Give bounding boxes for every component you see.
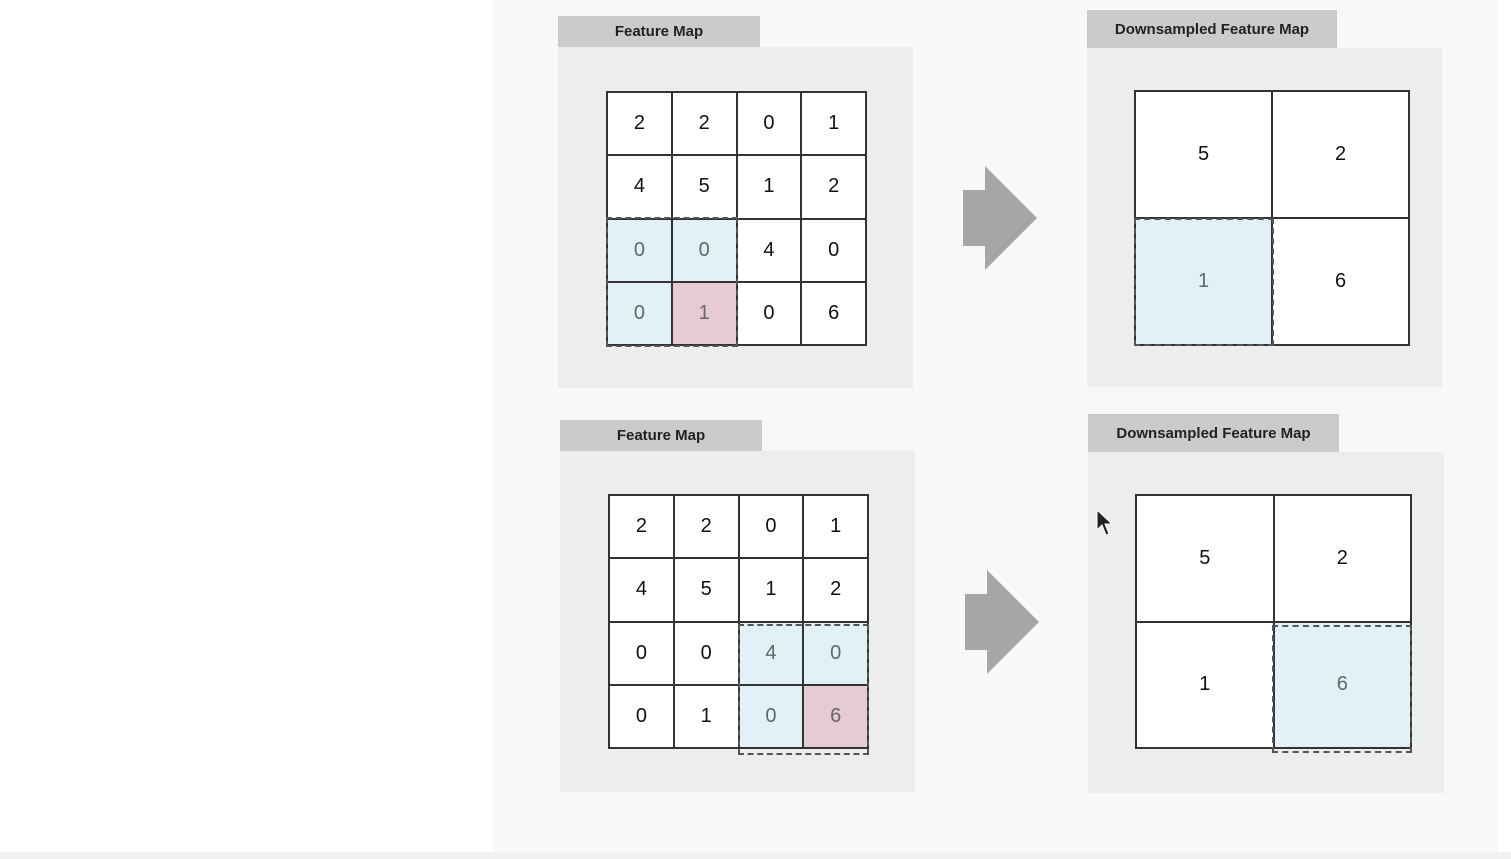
feature-map-cell: 5 [671,155,737,219]
feature-map-cell: 4 [609,558,674,622]
downsampled-cell: 6 [1273,621,1411,748]
feature-map-cell: 1 [803,495,868,559]
feature-map-title: Feature Map [560,420,762,451]
feature-map-cell: 6 [803,684,868,748]
right-arrow-icon [963,166,1037,270]
feature-map-cell: 0 [673,621,739,685]
feature-map-cell: 0 [671,218,737,282]
feature-map-cell: 0 [607,218,672,282]
feature-map-cell: 2 [803,558,868,622]
feature-map-cell: 0 [607,281,672,345]
downsampled-cell: 6 [1272,218,1409,345]
feature-map-cell: 1 [673,684,739,748]
feature-map-cell: 5 [673,558,739,622]
feature-map-cell: 0 [803,621,868,685]
downsampled-cell: 5 [1136,495,1274,622]
feature-map-cell: 2 [607,92,672,156]
feature-map-cell: 0 [801,218,866,282]
downsampled-map-title: Downsampled Feature Map [1087,10,1337,48]
feature-map-cell: 0 [609,684,674,748]
downsampled-cell: 1 [1135,218,1272,345]
feature-map-cell: 0 [736,281,802,345]
feature-map-cell: 4 [738,621,804,685]
feature-map-cell: 0 [736,92,802,156]
feature-map-cell: 2 [801,155,866,219]
downsampled-cell: 5 [1135,91,1272,218]
feature-map-cell: 4 [607,155,672,219]
downsampled-cell: 2 [1273,495,1411,622]
feature-map-cell: 1 [671,281,737,345]
mouse-pointer-icon [1096,509,1114,536]
feature-map-cell: 2 [673,495,739,559]
feature-map-cell: 1 [801,92,866,156]
downsampled-cell: 1 [1136,621,1274,748]
feature-map-cell: 2 [671,92,737,156]
downsampled-cell: 2 [1272,91,1409,218]
feature-map-cell: 0 [609,621,674,685]
downsampled-map-title: Downsampled Feature Map [1088,414,1339,452]
feature-map-cell: 1 [738,558,804,622]
feature-map-cell: 0 [738,495,804,559]
bottom-edge [0,852,1511,859]
right-arrow-icon [965,570,1039,674]
feature-map-title: Feature Map [558,16,760,47]
feature-map-cell: 2 [609,495,674,559]
feature-map-cell: 0 [738,684,804,748]
feature-map-cell: 4 [736,218,802,282]
feature-map-cell: 1 [736,155,802,219]
feature-map-cell: 6 [801,281,866,345]
